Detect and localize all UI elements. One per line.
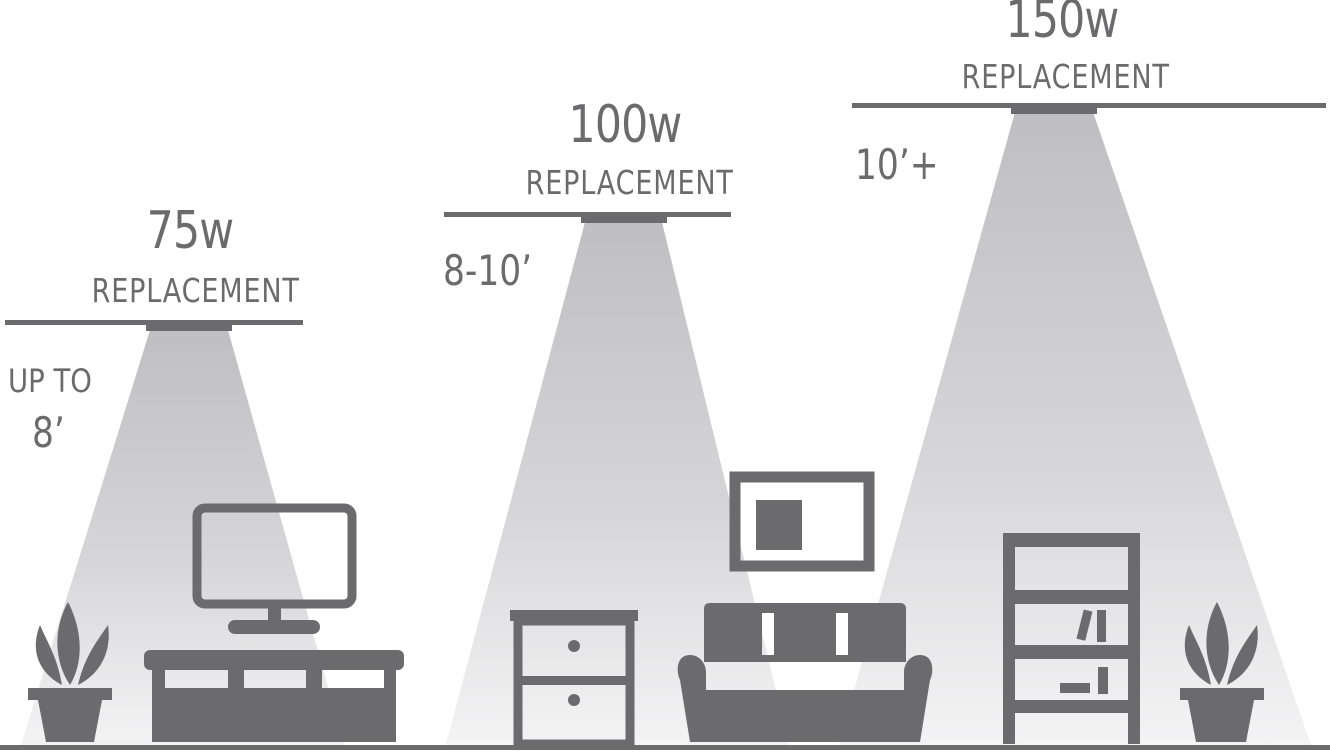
ceiling-100w xyxy=(444,212,731,223)
replacement-label-100w: REPLACEMENT xyxy=(525,163,734,202)
height-label-75w-line2: 8’ xyxy=(32,408,65,457)
picture-frame-icon xyxy=(729,471,875,572)
floor-line xyxy=(0,745,1330,750)
replacement-label-75w: REPLACEMENT xyxy=(91,271,300,310)
plant-icon xyxy=(1180,602,1264,742)
wattage-label-150w: 150w xyxy=(1005,0,1120,50)
bookshelf-icon xyxy=(1003,533,1140,744)
wattage-label-100w: 100w xyxy=(568,95,683,155)
height-label-75w-line1: UP TO xyxy=(8,362,92,400)
ceiling-75w xyxy=(5,320,303,331)
tv-stand-icon xyxy=(144,650,404,742)
plant-icon xyxy=(28,602,112,742)
nightstand-icon xyxy=(510,610,638,749)
replacement-label-150w: REPLACEMENT xyxy=(961,57,1170,96)
ceiling-150w xyxy=(852,103,1326,114)
light-beam-150w xyxy=(838,112,1312,748)
height-label-150w: 10’+ xyxy=(855,140,939,189)
wattage-label-75w: 75w xyxy=(146,201,234,261)
tv-icon xyxy=(192,503,357,634)
sofa-icon xyxy=(677,603,933,742)
height-label-100w: 8-10’ xyxy=(443,246,533,295)
